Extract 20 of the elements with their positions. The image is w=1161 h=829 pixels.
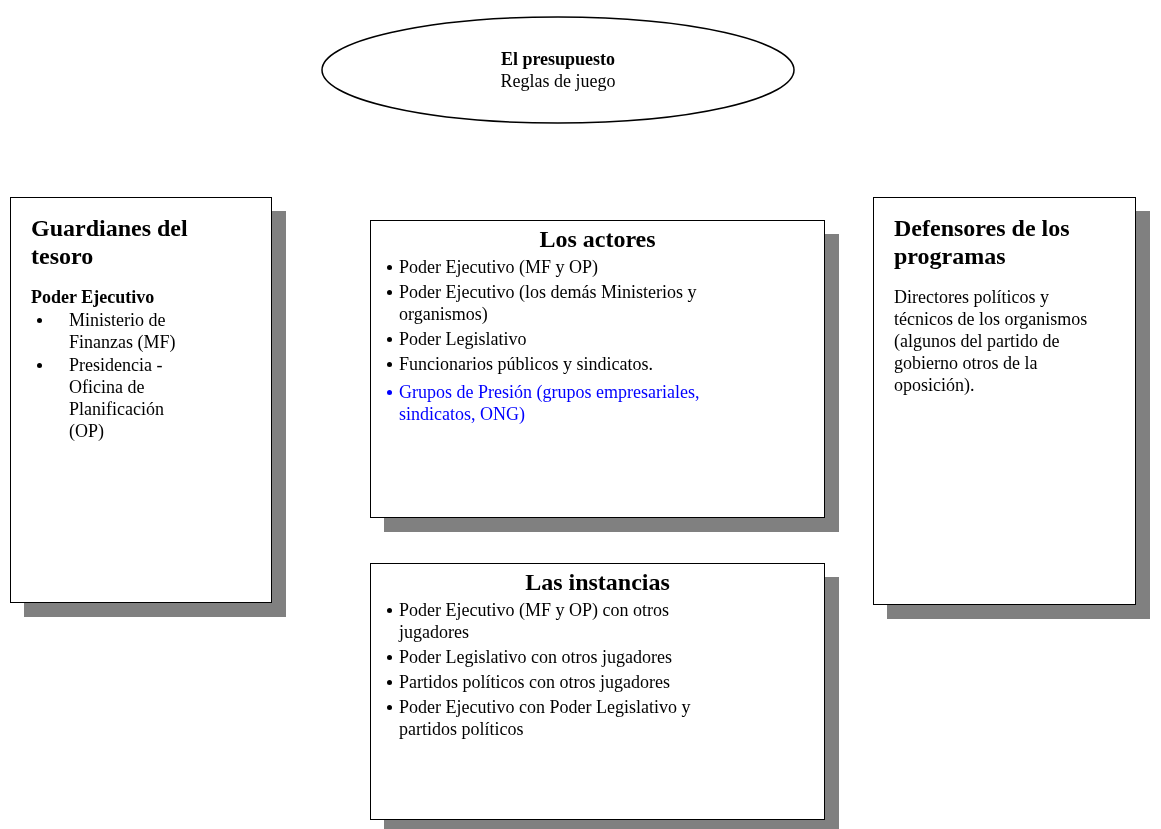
subheading: Poder Ejecutivo <box>31 286 156 308</box>
list-item: Poder Ejecutivo (MF y OP) con otros jugadores <box>399 599 670 643</box>
box-heading: Defensores de los programas <box>894 214 1071 270</box>
list-item: Presidencia - Oficina de Planificación (OP) <box>69 354 165 442</box>
list-item: Poder Ejecutivo con Poder Legislativo y partidos políticos <box>399 696 692 740</box>
list-item: Ministerio de Finanzas (MF) <box>69 309 177 353</box>
list-item: Partidos políticos con otros jugadores <box>399 671 670 693</box>
box-heading: Las instancias <box>524 568 671 596</box>
list-item: Poder Legislativo <box>399 328 527 350</box>
list-item: Poder Ejecutivo (MF y OP) <box>399 256 598 278</box>
list-item: Funcionarios públicos y sindicatos. <box>399 353 653 375</box>
list-item: Poder Legislativo con otros jugadores <box>399 646 672 668</box>
box-heading: Guardianes del tesoro <box>31 214 189 270</box>
ellipse-subtitle: Reglas de juego <box>500 70 616 92</box>
description-text: Directores políticos y técnicos de los organismos (algunos del partido de gobierno otros de la oposición). <box>894 286 1089 396</box>
ellipse-title: El presupuesto <box>500 48 616 70</box>
box-heading: Los actores <box>538 225 657 253</box>
budget-ellipse <box>320 15 796 125</box>
list-item: Poder Ejecutivo (los demás Ministerios y organismos) <box>399 281 698 325</box>
list-item: Grupos de Presión (grupos empresariales, sindicatos, ONG) <box>399 381 701 425</box>
